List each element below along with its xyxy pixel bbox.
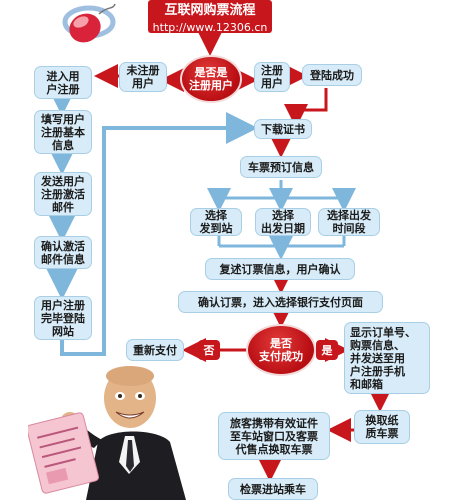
businessman-with-ticket-illustration [26,362,218,500]
choose-time-box: 选择出发 时间段 [318,208,380,236]
pickup-at-station-box: 旅客携带有效证件 至车站窗口及客票 代售点换取车票 [218,412,330,460]
download-cert-box: 下载证书 [254,119,312,139]
mouse-ie-logo-icon [55,0,117,48]
register-step-confirm-activation: 确认激活 邮件信息 [34,236,92,269]
confirm-bank-payment-box: 确认订票，进入选择银行支付页面 [178,291,383,313]
board-train-box: 检票进站乘车 [228,478,318,500]
flow-title-text: 互联网购票流程 [164,3,256,18]
choose-station-box: 选择 发到站 [190,208,242,236]
ticket-booking-info-box: 车票预订信息 [240,156,322,178]
register-step-complete-login: 用户注册 完毕登陆 网站 [34,296,92,340]
decision-is-registered: 是否是 注册用户 [180,55,242,103]
no-label: 否 [203,344,215,357]
login-success-box: 登陆成功 [302,64,362,86]
no-label-badge: 否 [198,340,220,360]
flow-title: 互联网购票流程 http://www.12306.cn [148,0,272,34]
not-registered-box: 未注册 用户 [119,62,167,92]
decision-payment-success: 是否 支付成功 [246,324,316,376]
yes-label-badge: 是 [316,340,338,360]
register-step-enter: 进入用 户注册 [34,66,92,99]
register-step-send-activation: 发送用户 注册激活 邮件 [34,172,92,216]
choose-date-box: 选择 出发日期 [255,208,311,236]
confirm-order-info-box: 复述订票信息，用户确认 [205,258,355,280]
exchange-paper-ticket-box: 换取纸 质车票 [354,410,410,444]
repay-box: 重新支付 [126,339,184,361]
registered-box: 注册 用户 [254,62,290,92]
show-order-box: 显示订单号、 购票信息、 并发送至用 户注册手机 和邮箱 [344,322,430,394]
yes-label: 是 [321,344,333,357]
site-url: http://www.12306.cn [152,21,268,34]
register-step-fill-info: 填写用户 注册基本 信息 [34,110,92,154]
